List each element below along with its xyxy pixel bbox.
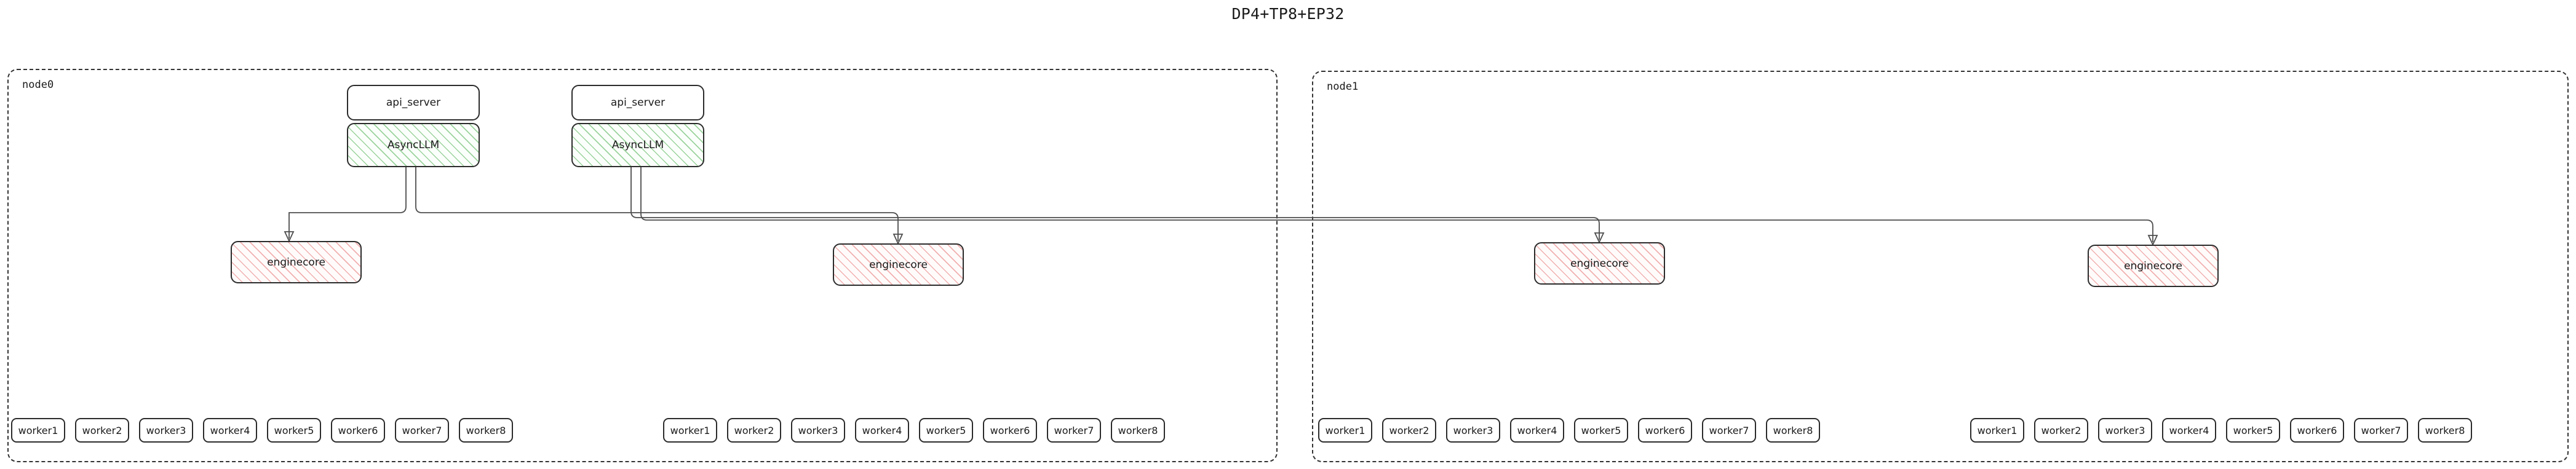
worker-label: worker3 <box>146 424 186 436</box>
worker-label: worker8 <box>1773 424 1813 436</box>
api-server-box-1[interactable]: api_server <box>571 85 704 120</box>
worker-label: worker3 <box>2105 424 2145 436</box>
worker-label: worker4 <box>862 424 902 436</box>
worker-box[interactable]: worker8 <box>1111 418 1165 443</box>
worker-box[interactable]: worker7 <box>2354 418 2408 443</box>
worker-box[interactable]: worker4 <box>203 418 257 443</box>
worker-box[interactable]: worker3 <box>2098 418 2152 443</box>
worker-box[interactable]: worker5 <box>2226 418 2280 443</box>
worker-group-node1-1: worker1 worker2 worker3 worker4 worker5 … <box>1970 418 2472 443</box>
page-title: DP4+TP8+EP32 <box>1231 5 1345 23</box>
worker-box[interactable]: worker7 <box>1702 418 1756 443</box>
async-llm-box-1[interactable]: AsyncLLM <box>571 123 704 167</box>
enginecore-label: enginecore <box>267 256 325 269</box>
api-server-label: api_server <box>610 97 666 109</box>
worker-box[interactable]: worker5 <box>267 418 321 443</box>
enginecore-box-3[interactable]: enginecore <box>2088 245 2219 287</box>
worker-box[interactable]: worker6 <box>2290 418 2344 443</box>
worker-box[interactable]: worker4 <box>1510 418 1564 443</box>
async-llm-label: AsyncLLM <box>387 139 440 151</box>
api-server-box-0[interactable]: api_server <box>347 85 480 120</box>
worker-box[interactable]: worker2 <box>2034 418 2088 443</box>
worker-box[interactable]: worker6 <box>983 418 1037 443</box>
worker-label: worker5 <box>2233 424 2273 436</box>
worker-label: worker2 <box>734 424 774 436</box>
async-llm-box-0[interactable]: AsyncLLM <box>347 123 480 167</box>
async-llm-label: AsyncLLM <box>611 139 664 151</box>
worker-label: worker1 <box>1977 424 2017 436</box>
worker-box[interactable]: worker1 <box>663 418 717 443</box>
worker-label: worker5 <box>1581 424 1621 436</box>
worker-box[interactable]: worker7 <box>395 418 449 443</box>
worker-box[interactable]: worker2 <box>1382 418 1436 443</box>
worker-label: worker6 <box>2297 424 2337 436</box>
enginecore-label: enginecore <box>1570 257 1629 270</box>
worker-box[interactable]: worker2 <box>727 418 781 443</box>
worker-label: worker8 <box>2425 424 2465 436</box>
worker-label: worker1 <box>18 424 58 436</box>
cluster-node1: node1 <box>1312 71 2569 462</box>
worker-box[interactable]: worker8 <box>1766 418 1820 443</box>
worker-label: worker7 <box>1054 424 1094 436</box>
worker-box[interactable]: worker5 <box>1574 418 1628 443</box>
worker-box[interactable]: worker1 <box>1970 418 2024 443</box>
enginecore-label: enginecore <box>869 258 928 271</box>
worker-label: worker7 <box>1709 424 1749 436</box>
worker-label: worker3 <box>798 424 838 436</box>
worker-box[interactable]: worker8 <box>2418 418 2472 443</box>
enginecore-box-1[interactable]: enginecore <box>833 243 964 286</box>
worker-label: worker4 <box>2169 424 2209 436</box>
worker-box[interactable]: worker7 <box>1047 418 1101 443</box>
worker-box[interactable]: worker1 <box>11 418 65 443</box>
worker-box[interactable]: worker8 <box>459 418 513 443</box>
worker-label: worker5 <box>926 424 966 436</box>
worker-box[interactable]: worker6 <box>331 418 385 443</box>
worker-label: worker6 <box>990 424 1030 436</box>
worker-box[interactable]: worker4 <box>855 418 909 443</box>
worker-label: worker5 <box>274 424 314 436</box>
worker-label: worker1 <box>1325 424 1366 436</box>
enginecore-label: enginecore <box>2124 259 2182 272</box>
worker-label: worker2 <box>82 424 122 436</box>
cluster-node0: node0 <box>7 69 1278 462</box>
worker-box[interactable]: worker1 <box>1318 418 1372 443</box>
worker-label: worker7 <box>2361 424 2401 436</box>
worker-group-node0-1: worker1 worker2 worker3 worker4 worker5 … <box>663 418 1165 443</box>
cluster-label-node1: node1 <box>1327 81 1359 93</box>
worker-label: worker4 <box>1517 424 1557 436</box>
worker-label: worker1 <box>670 424 710 436</box>
worker-group-node0-0: worker1 worker2 worker3 worker4 worker5 … <box>11 418 513 443</box>
worker-label: worker6 <box>338 424 378 436</box>
worker-label: worker6 <box>1645 424 1685 436</box>
worker-box[interactable]: worker5 <box>919 418 973 443</box>
worker-label: worker2 <box>1389 424 1429 436</box>
worker-label: worker4 <box>210 424 250 436</box>
worker-box[interactable]: worker3 <box>791 418 845 443</box>
api-server-label: api_server <box>386 97 441 109</box>
worker-box[interactable]: worker4 <box>2162 418 2216 443</box>
worker-box[interactable]: worker2 <box>75 418 129 443</box>
enginecore-box-0[interactable]: enginecore <box>231 241 362 283</box>
cluster-label-node0: node0 <box>22 79 54 91</box>
enginecore-box-2[interactable]: enginecore <box>1534 242 1665 285</box>
worker-box[interactable]: worker3 <box>139 418 193 443</box>
worker-label: worker8 <box>1118 424 1158 436</box>
worker-box[interactable]: worker3 <box>1446 418 1500 443</box>
worker-label: worker2 <box>2041 424 2081 436</box>
worker-box[interactable]: worker6 <box>1638 418 1692 443</box>
worker-label: worker7 <box>402 424 442 436</box>
worker-label: worker8 <box>466 424 506 436</box>
worker-label: worker3 <box>1453 424 1493 436</box>
worker-group-node1-0: worker1 worker2 worker3 worker4 worker5 … <box>1318 418 1820 443</box>
